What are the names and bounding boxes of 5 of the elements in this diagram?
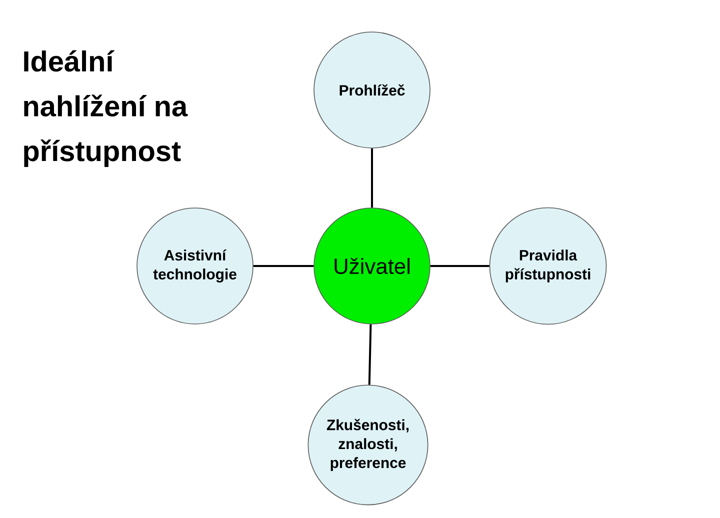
title: Ideální nahlížení na přístupnost [24,50,188,168]
connector-line [253,265,314,267]
connector-line [371,148,373,208]
connector-line [368,324,372,385]
connector-line [430,265,490,267]
